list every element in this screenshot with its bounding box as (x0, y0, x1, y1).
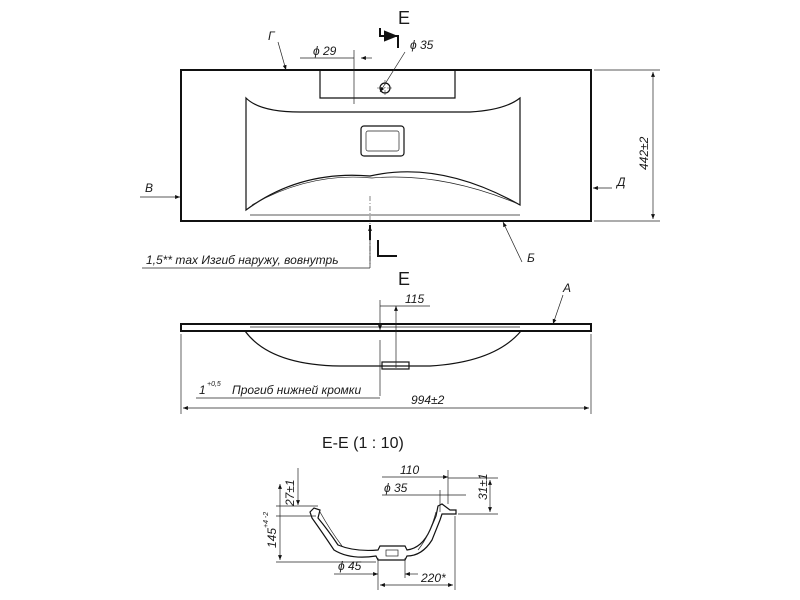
deflection-tol: +0,5 (207, 381, 221, 388)
dim-dia-35-top: ϕ 35 (410, 38, 434, 52)
section-title: E-E (1 : 10) (322, 435, 404, 452)
deflection-note: Прогиб нижней кромки (232, 383, 361, 397)
edge-label-v: В (145, 181, 153, 195)
overflow-slot (360, 125, 405, 157)
dim-110: 110 (400, 463, 419, 477)
front-slab (180, 323, 592, 332)
deflection-value: 1 (199, 383, 206, 397)
section-profile (309, 503, 457, 561)
dim-31: 31±1 (476, 473, 490, 500)
section-view: E-E (1 : 10) 110 ϕ 35 31±1 27±1 145 +4 -… (263, 435, 498, 590)
edge-label-b: Б (527, 251, 535, 265)
dim-145-tol: +4 -2 (263, 512, 270, 528)
bowl-outline (245, 96, 521, 212)
section-cut-top (379, 28, 399, 48)
dim-27: 27±1 (283, 479, 297, 507)
section-mark-top: E (398, 8, 410, 28)
faucet-deck (319, 70, 456, 99)
edge-label-a: A (562, 281, 571, 295)
front-view: E 115 A 1 +0,5 Прогиб нижней кромки 994±… (180, 269, 592, 414)
front-bowl (244, 330, 522, 367)
edge-label-g: Г (268, 29, 276, 43)
section-cut-bottom (369, 225, 397, 257)
section-mark-front: E (398, 269, 410, 289)
dim-dia-35-section: ϕ 35 (384, 481, 408, 495)
dim-width: 994±2 (411, 393, 445, 407)
countertop-outline (180, 69, 592, 222)
dim-220: 220* (420, 571, 446, 585)
overflow-slot-inner (365, 130, 400, 152)
bowl-inner-curve (251, 176, 517, 206)
bend-note: 1,5** max Изгиб наружу, вовнутрь (146, 253, 339, 267)
dim-dia-29: ϕ 29 (313, 44, 337, 58)
edge-label-d: Д (615, 175, 626, 189)
dim-115: 115 (405, 292, 424, 306)
dim-dia-45: ϕ 45 (338, 559, 362, 573)
top-view: E Г ϕ 29 ϕ 35 442±2 Д В Б 1,5** max Изги… (140, 8, 660, 269)
dim-145: 145 (265, 528, 279, 548)
dim-depth: 442±2 (637, 136, 651, 170)
